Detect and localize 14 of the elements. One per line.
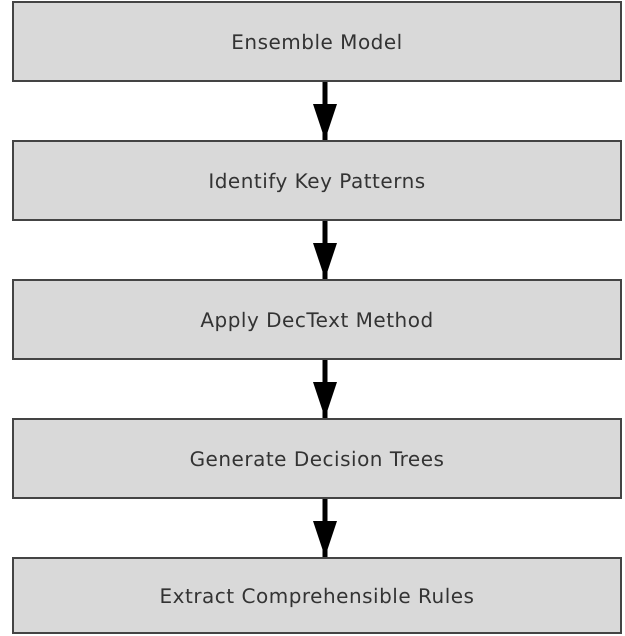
arrow — [313, 221, 337, 279]
process-box — [12, 557, 622, 634]
process-box — [12, 140, 622, 221]
box-label: Ensemble Model — [231, 28, 403, 56]
box-label: Generate Decision Trees — [190, 446, 444, 472]
box-label: Identify Key Patterns — [208, 168, 426, 194]
box-label: Extract Comprehensible Rules — [160, 582, 474, 610]
arrow — [313, 499, 337, 557]
arrow — [313, 360, 337, 418]
arrow — [313, 82, 337, 140]
process-box — [12, 1, 622, 82]
process-box — [12, 279, 622, 360]
process-box — [12, 418, 622, 499]
box-label: Apply DecText Method — [200, 306, 434, 334]
